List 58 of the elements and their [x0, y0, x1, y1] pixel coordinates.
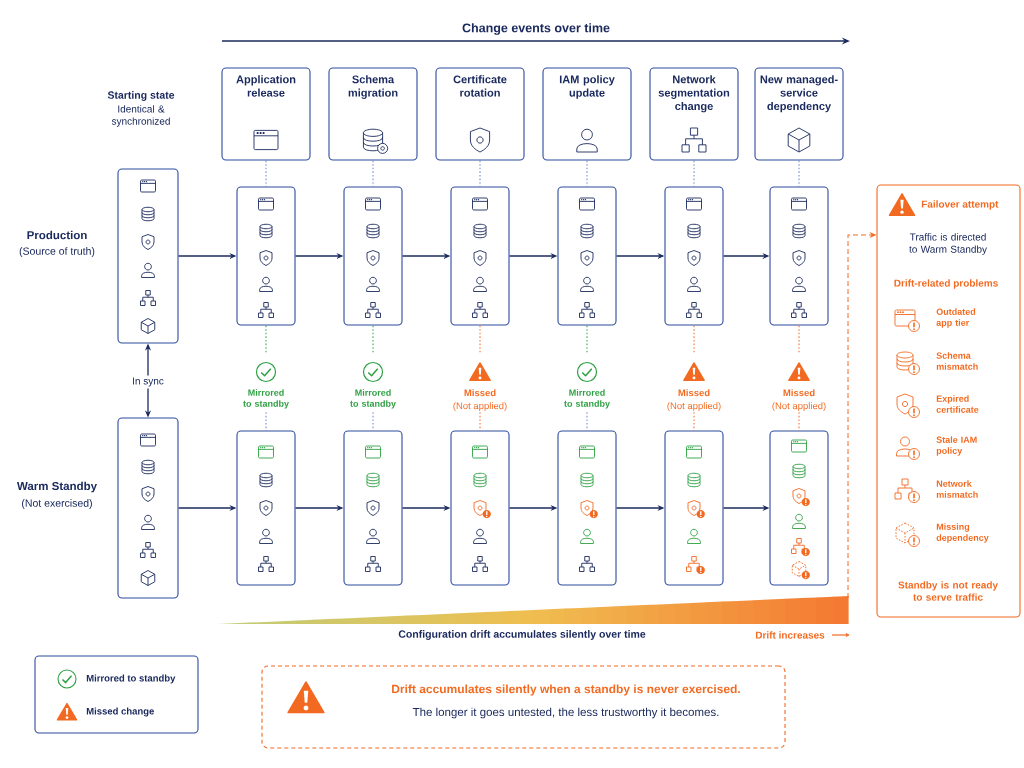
panel-text: Traffic is directed to Warm Standby — [909, 233, 987, 255]
status-label: (Not applied) — [453, 402, 507, 412]
dotted-connector — [372, 160, 374, 187]
legend-label: Mirrored to standby — [86, 674, 176, 684]
status-label: (Not applied) — [667, 402, 721, 412]
status-label: Missed — [783, 389, 815, 397]
status-label: Missed — [464, 389, 496, 397]
legend-label: Missed change — [86, 707, 154, 717]
problem-label: Network mismatch — [936, 480, 978, 498]
axis-title: Change events over time — [462, 23, 610, 35]
arrow — [847, 232, 876, 599]
dotted-connector — [693, 160, 695, 187]
dotted-connector — [479, 160, 481, 187]
dotted-connector — [586, 160, 588, 187]
row-sublabel: (Source of truth) — [19, 247, 95, 257]
dotted-connector — [265, 411, 267, 431]
dotted-connector — [798, 325, 800, 355]
callout-heading: Drift accumulates silently when a standby is never exercised. — [392, 684, 740, 696]
dotted-connector — [586, 411, 588, 431]
event-box: IAM policy update — [542, 67, 632, 161]
dotted-connector — [798, 160, 800, 187]
column-heading: Starting state — [107, 91, 175, 101]
problem-label: Outdated app tier — [936, 308, 976, 328]
dotted-connector — [372, 325, 374, 355]
row-sublabel: (Not exercised) — [22, 499, 92, 509]
dotted-connector — [479, 325, 481, 355]
dotted-connector — [372, 411, 374, 431]
drift-caption: Configuration drift accumulates silently over time — [398, 630, 646, 640]
dotted-connector — [265, 325, 267, 355]
callout-text: The longer it goes untested, the less trustworthy it becomes. — [412, 707, 719, 719]
panel-heading: Failover attempt — [921, 200, 999, 210]
drift-label: Drift increases — [755, 631, 825, 639]
problem-label: Expired certificate — [936, 395, 979, 413]
dotted-connector — [693, 411, 695, 431]
event-box: New managed-service dependency — [754, 67, 844, 161]
event-box: Network segmentation change — [649, 67, 739, 161]
status-label: Mirrored to standby — [243, 389, 289, 409]
problem-label: Missing dependency — [936, 523, 989, 543]
event-box: Application release — [221, 67, 311, 161]
status-label: (Not applied) — [772, 402, 826, 412]
dotted-connector — [479, 411, 481, 431]
panel-heading: Drift-related problems — [894, 279, 998, 289]
dotted-connector — [693, 325, 695, 355]
dotted-connector — [265, 160, 267, 187]
column-subheading: Identical & synchronized — [111, 105, 170, 127]
status-label: Missed — [678, 389, 710, 397]
event-box: Certificate rotation — [435, 67, 525, 161]
dotted-connector — [798, 411, 800, 431]
status-label: Mirrored to standby — [350, 389, 396, 409]
row-label: Production — [27, 230, 87, 240]
panel-footer: Standby is not ready to serve traffic — [898, 581, 998, 601]
status-label: Mirrored to standby — [564, 389, 610, 409]
edge-label: In sync — [130, 375, 166, 389]
dotted-connector — [586, 325, 588, 355]
row-label: Warm Standby — [17, 481, 97, 493]
problem-label: Stale IAM policy — [936, 436, 977, 456]
problem-label: Schema mismatch — [936, 352, 978, 370]
event-box: Schema migration — [328, 67, 418, 161]
